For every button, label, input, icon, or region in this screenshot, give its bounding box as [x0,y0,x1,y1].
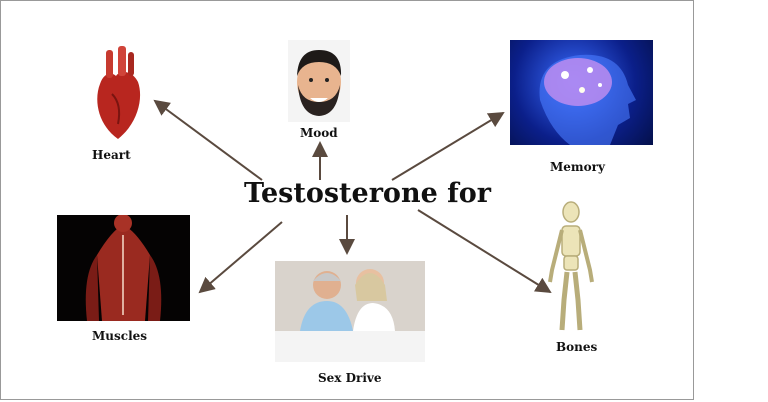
diagram-title: Testosterone for [244,178,491,209]
arrow-memory [391,111,505,181]
label-sex-drive: Sex Drive [318,371,382,385]
label-memory: Memory [550,160,605,174]
label-heart: Heart [92,148,131,162]
arrow-heart [153,99,263,181]
label-mood: Mood [300,126,338,140]
memory-image [510,40,653,145]
diagram-frame [0,0,694,400]
bones-image [540,200,602,334]
label-bones: Bones [556,340,598,354]
muscles-image [57,215,190,321]
heart-image [92,44,144,142]
label-muscles: Muscles [92,329,148,343]
arrow-bones [417,209,552,294]
sex-drive-image [275,261,425,362]
arrow-muscles [198,221,283,294]
mood-image [288,40,350,122]
